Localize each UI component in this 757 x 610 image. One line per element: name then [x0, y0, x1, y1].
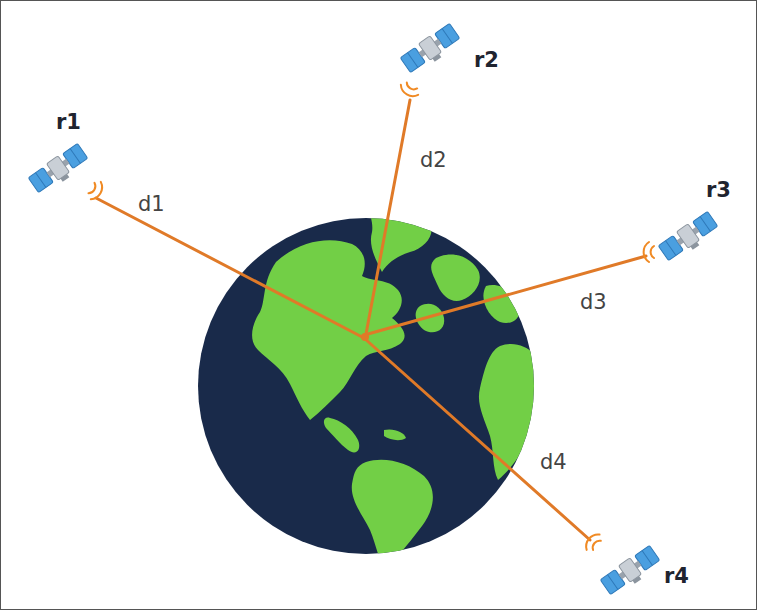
distance-label: d2 — [420, 150, 447, 171]
satellite-label: r2 — [474, 50, 499, 71]
satellite-icon — [28, 143, 106, 202]
satellite-icon — [644, 211, 721, 265]
satellite-label: r1 — [56, 112, 81, 133]
satellite-icon — [398, 23, 462, 100]
satellite-icon — [583, 531, 663, 599]
distance-label: d3 — [580, 292, 607, 313]
distance-lines — [96, 100, 646, 540]
distance-label: d1 — [138, 194, 165, 215]
satellite-label: r3 — [706, 180, 731, 201]
satellite-label: r4 — [664, 566, 689, 587]
distance-label: d4 — [540, 452, 567, 473]
